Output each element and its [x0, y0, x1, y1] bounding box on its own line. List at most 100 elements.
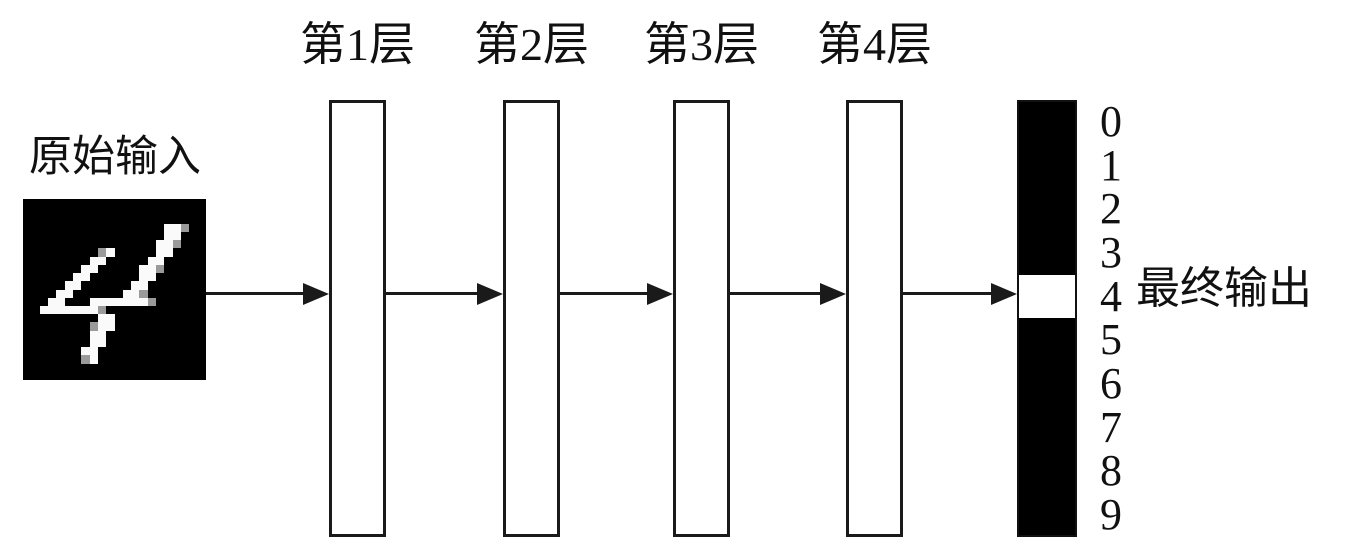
digit-pixel — [64, 338, 73, 348]
digit-pixel — [181, 223, 190, 232]
digit-pixel — [164, 199, 173, 208]
digit-pixel — [81, 215, 90, 224]
digit-pixel — [72, 199, 82, 208]
digit-pixel — [56, 231, 65, 241]
digit-pixel — [147, 199, 157, 208]
digit-pixel — [147, 231, 157, 241]
digit-pixel — [131, 289, 140, 298]
digit-pixel — [114, 371, 123, 380]
digit-pixel — [156, 363, 165, 372]
digit-pixel — [39, 256, 48, 265]
digit-pixel — [172, 231, 182, 241]
digit-pixel — [39, 289, 48, 298]
digit-pixel — [23, 314, 32, 323]
digit-pixel — [23, 305, 32, 315]
digit-pixel — [147, 322, 157, 331]
digit-pixel — [23, 289, 32, 298]
digit-pixel — [56, 223, 65, 232]
digit-pixel — [156, 248, 165, 257]
digit-pixel — [197, 256, 206, 265]
digit-pixel — [164, 314, 173, 323]
digit-pixel — [97, 322, 107, 331]
digit-pixel — [72, 305, 82, 315]
digit-pixel — [172, 330, 182, 339]
digit-pixel — [81, 322, 90, 331]
digit-pixel — [89, 264, 98, 274]
digit-pixel — [114, 322, 123, 331]
digit-pixel — [97, 248, 107, 257]
digit-pixel — [31, 297, 40, 306]
digit-pixel — [131, 338, 140, 348]
digit-pixel — [197, 338, 206, 348]
digit-pixel — [89, 256, 98, 265]
digit-pixel — [39, 264, 48, 274]
digit-pixel — [172, 322, 182, 331]
digit-pixel — [197, 314, 206, 323]
digit-pixel — [81, 199, 90, 208]
digit-pixel — [164, 305, 173, 315]
digit-pixel — [97, 215, 107, 224]
digit-pixel — [81, 273, 90, 282]
digit-pixel — [81, 371, 90, 380]
digit-pixel — [31, 281, 40, 290]
digit-pixel — [56, 371, 65, 380]
digit-pixel — [164, 330, 173, 339]
digit-pixel — [156, 297, 165, 306]
digit-pixel — [172, 371, 182, 380]
digit-pixel — [114, 248, 123, 257]
digit-pixel — [164, 240, 173, 249]
layer-rect-1 — [329, 100, 386, 537]
digit-pixel — [156, 347, 165, 356]
flow-arrow-line-1 — [206, 292, 307, 295]
digit-pixel — [139, 264, 148, 274]
digit-pixel — [39, 347, 48, 356]
digit-pixel — [147, 215, 157, 224]
digit-pixel — [147, 330, 157, 339]
digit-pixel — [181, 314, 190, 323]
digit-pixel — [31, 199, 40, 208]
digit-pixel — [56, 314, 65, 323]
digit-pixel — [64, 363, 73, 372]
digit-pixel — [197, 273, 206, 282]
digit-pixel — [172, 223, 182, 232]
digit-pixel — [89, 338, 98, 348]
digit-pixel — [156, 305, 165, 315]
digit-pixel — [156, 199, 165, 208]
digit-pixel — [147, 207, 157, 216]
digit-pixel — [47, 371, 57, 380]
digit-pixel — [164, 264, 173, 274]
digit-pixel — [189, 338, 198, 348]
digit-pixel — [106, 207, 115, 216]
digit-pixel — [189, 240, 198, 249]
digit-pixel — [122, 338, 132, 348]
digit-pixel — [97, 199, 107, 208]
digit-pixel — [97, 297, 107, 306]
digit-pixel — [23, 347, 32, 356]
digit-pixel — [56, 248, 65, 257]
digit-pixel — [23, 231, 32, 241]
digit-pixel — [31, 207, 40, 216]
digit-pixel — [89, 347, 98, 356]
digit-class-label-4: 4 — [1100, 271, 1122, 321]
digit-pixel — [147, 338, 157, 348]
digit-pixel — [164, 248, 173, 257]
digit-pixel — [97, 240, 107, 249]
digit-pixel — [47, 363, 57, 372]
digit-pixel — [131, 371, 140, 380]
digit-pixel — [72, 330, 82, 339]
digit-pixel — [197, 355, 206, 364]
digit-pixel — [122, 305, 132, 315]
digit-pixel — [122, 199, 132, 208]
digit-pixel — [122, 248, 132, 257]
digit-pixel — [64, 314, 73, 323]
digit-pixel — [122, 256, 132, 265]
digit-pixel — [139, 297, 148, 306]
digit-pixel — [47, 223, 57, 232]
digit-pixel — [122, 264, 132, 274]
digit-pixel — [131, 256, 140, 265]
digit-pixel — [156, 338, 165, 348]
digit-pixel — [72, 297, 82, 306]
digit-pixel — [197, 281, 206, 290]
digit-pixel — [131, 264, 140, 274]
digit-pixel — [131, 330, 140, 339]
